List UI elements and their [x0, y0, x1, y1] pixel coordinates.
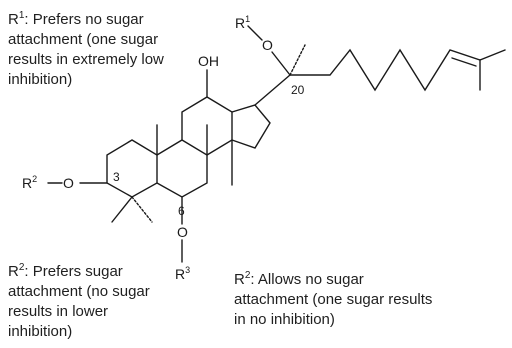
o-r1-bond — [247, 25, 263, 41]
o-bottom-label: O — [177, 224, 188, 240]
r2-left-symbol: R — [8, 263, 19, 280]
r2-left-superscript: 2 — [18, 262, 25, 273]
bonds — [47, 25, 506, 263]
c20-methyl — [289, 44, 306, 76]
r2-right-annotation: R2: Allows no sugar attachment (one suga… — [234, 270, 434, 330]
c3-label: 3 — [113, 170, 120, 184]
ring-a — [106, 139, 158, 198]
c4-methyl-b — [131, 196, 153, 223]
side-chain-double-bond — [451, 57, 477, 67]
r2-right-symbol: R — [234, 271, 245, 288]
r1-symbol: R — [8, 11, 19, 28]
c6-label: 6 — [178, 204, 185, 218]
r2-right-superscript: 2 — [244, 270, 251, 281]
r3-label: R3 — [175, 265, 190, 282]
atom-labels: R1 O OH 20 R2 O 3 6 O R3 — [22, 14, 305, 282]
side-chain — [289, 48, 506, 92]
r2-right-description: : Allows no sugar attachment (one sugar … — [234, 271, 433, 328]
c4-methyl-a — [111, 196, 133, 223]
r1-label: R1 — [235, 14, 250, 31]
oh-label: OH — [198, 53, 219, 69]
r2-label: R2 — [22, 174, 37, 191]
ring-b — [156, 139, 208, 198]
r2-left-description: : Prefers sugar attachment (no sugar res… — [8, 263, 150, 340]
c17-c20-bond — [254, 74, 291, 106]
ring-c — [181, 96, 233, 156]
c20-label: 20 — [291, 83, 305, 97]
ring-d — [231, 104, 271, 149]
c20-o-bond — [271, 51, 291, 76]
r1-annotation: R1: Prefers no sugar attachment (one sug… — [8, 10, 198, 90]
o-top-label: O — [262, 37, 273, 53]
r2-left-annotation: R2: Prefers sugar attachment (no sugar r… — [8, 262, 163, 342]
o-left-label: O — [63, 175, 74, 191]
r1-superscript: 1 — [18, 10, 25, 21]
r1-description: : Prefers no sugar attachment (one sugar… — [8, 11, 164, 88]
